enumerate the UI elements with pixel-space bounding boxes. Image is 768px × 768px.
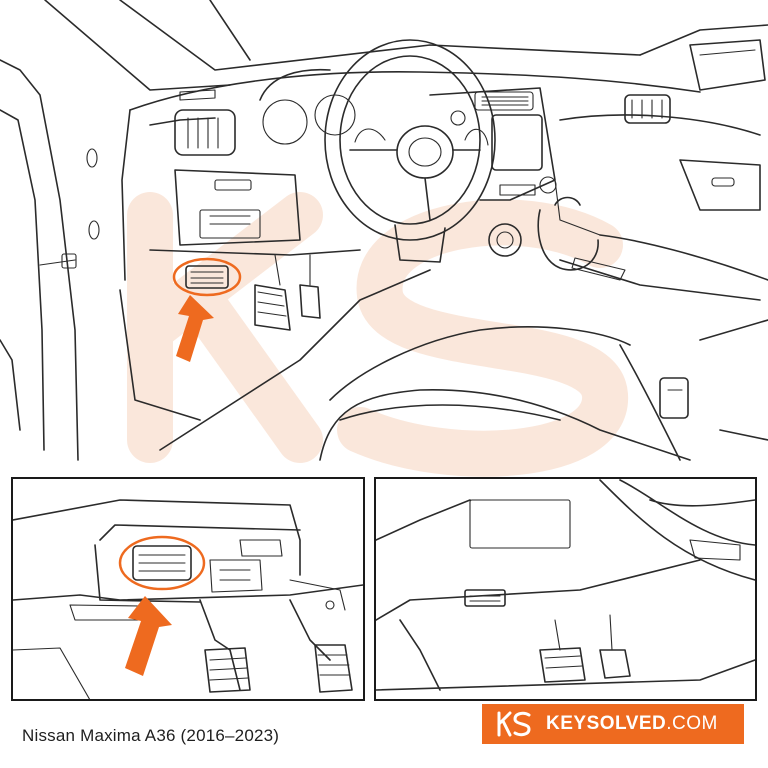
vehicle-caption: Nissan Maxima A36 (2016–2023) bbox=[22, 726, 280, 745]
brand-name: KEYSOLVED.COM bbox=[546, 713, 718, 734]
brand-banner[interactable]: KEYSOLVED.COM bbox=[482, 704, 744, 744]
detail-panel-left bbox=[11, 477, 365, 701]
obd-port-detail bbox=[118, 535, 206, 591]
main-cabin-view bbox=[0, 0, 768, 477]
pointer-arrow-icon bbox=[176, 295, 214, 362]
obd-port-main bbox=[172, 257, 242, 297]
detail-panel-right bbox=[374, 477, 757, 701]
pointer-arrow-icon-detail bbox=[125, 596, 172, 676]
watermark-logo bbox=[127, 192, 628, 477]
keysolved-logo-icon bbox=[497, 711, 531, 737]
